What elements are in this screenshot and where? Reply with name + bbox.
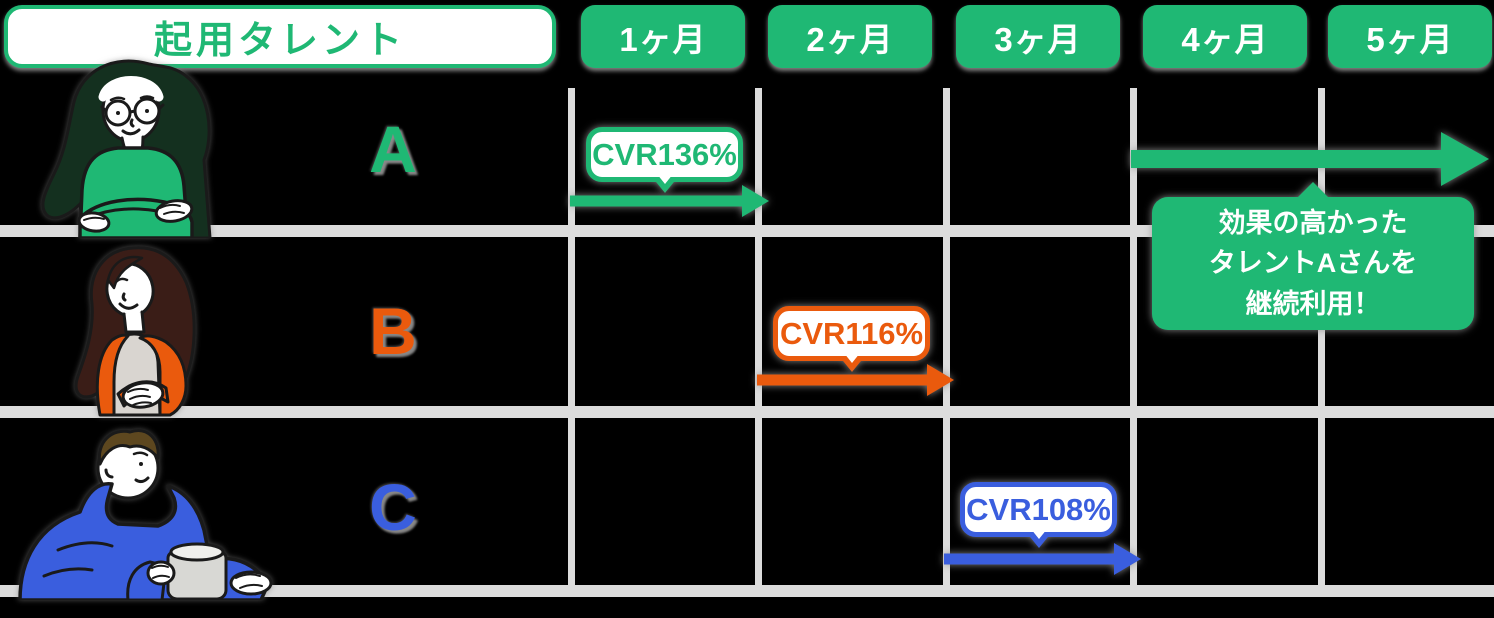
- continuation-callout: 効果の高かった タレントAさんを 継続利用！: [1152, 197, 1474, 330]
- callout-line-1: 効果の高かった: [1218, 207, 1408, 238]
- cvr-badge-c: CVR108%: [960, 482, 1117, 537]
- grid-vline-4: [1130, 88, 1137, 597]
- month-label-5: 5ヶ月: [1366, 20, 1454, 58]
- grid-vline-5: [1318, 88, 1325, 597]
- month-label-4: 4ヶ月: [1181, 20, 1269, 58]
- month-pill-3: 3ヶ月: [956, 5, 1120, 68]
- grid-hline-2: [0, 406, 1494, 418]
- callout-line-3: 継続利用！: [1245, 288, 1381, 319]
- talent-letter-a: A: [369, 112, 417, 186]
- arrow-head-icon: [742, 185, 769, 217]
- grid-vline-2: [755, 88, 762, 597]
- month-label-2: 2ヶ月: [806, 20, 894, 58]
- month-pill-2: 2ヶ月: [768, 5, 932, 68]
- month-pill-4: 4ヶ月: [1143, 5, 1307, 68]
- month-label-1: 1ヶ月: [619, 20, 707, 58]
- month-label-3: 3ヶ月: [994, 20, 1082, 58]
- talent-letter-c: C: [369, 470, 417, 544]
- continuation-arrow-a: [1131, 131, 1489, 187]
- month2-arrow-b: [757, 363, 954, 397]
- talent-a-illustration: [41, 59, 212, 238]
- callout-line-2: タレントAさんを: [1208, 248, 1418, 279]
- month3-arrow-c: [944, 542, 1141, 576]
- grid-vline-1: [568, 88, 575, 597]
- arrow-head-icon: [927, 364, 954, 396]
- grid-vline-3: [943, 88, 950, 597]
- month-pill-1: 1ヶ月: [581, 5, 745, 68]
- arrow-head-icon: [1441, 132, 1489, 186]
- talent-header-label: 起用タレント: [153, 20, 406, 62]
- grid-hline-1: [0, 225, 1494, 237]
- cvr-value-b: CVR116%: [779, 315, 924, 351]
- cvr-value-a: CVR136%: [592, 136, 737, 172]
- cvr-badge-a: CVR136%: [586, 127, 743, 182]
- grid-hline-3: [0, 585, 1494, 597]
- cvr-value-c: CVR108%: [966, 491, 1111, 527]
- cvr-badge-b: CVR116%: [773, 306, 930, 361]
- talent-header-pill: 起用タレント: [4, 5, 556, 68]
- month1-arrow-a: [570, 184, 769, 218]
- arrow-head-icon: [1114, 543, 1141, 575]
- talent-c-illustration: [18, 429, 273, 600]
- month-pill-5: 5ヶ月: [1328, 5, 1492, 68]
- talent-letter-b: B: [369, 294, 417, 368]
- talent-b-illustration: [74, 246, 196, 417]
